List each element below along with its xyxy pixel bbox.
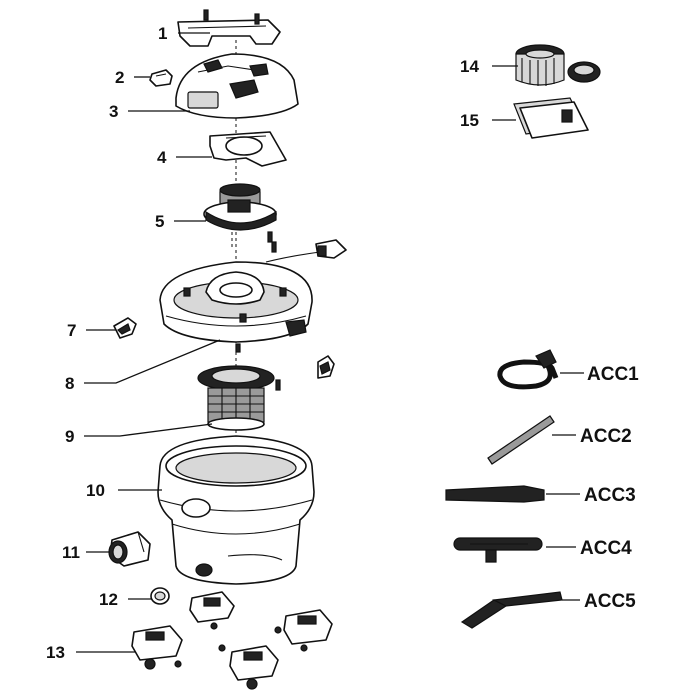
accessory-label-acc1: ACC1 [587, 364, 639, 385]
accessory-label-acc3: ACC3 [584, 485, 636, 506]
callout-3: 3 [109, 102, 118, 121]
accessory-label-acc2: ACC2 [580, 426, 632, 447]
callout-13: 13 [46, 643, 65, 662]
callout-12: 12 [99, 590, 118, 609]
callout-8: 8 [65, 374, 74, 393]
callout-15: 15 [460, 111, 479, 130]
part-lid [159, 261, 313, 353]
accessory-label-acc5: ACC5 [584, 591, 636, 612]
accessory-extension-wand [487, 415, 555, 465]
callout-7: 7 [67, 321, 76, 340]
part-motor [203, 183, 277, 250]
part-handle [177, 9, 281, 47]
part-caster-back [218, 644, 279, 690]
part-filter-bags [513, 97, 589, 139]
accessory-utility-nozzle [453, 537, 543, 563]
callout-14: 14 [460, 57, 479, 76]
leader-lines [76, 32, 584, 653]
part-baffle [209, 131, 287, 167]
callout-11: 11 [62, 543, 80, 562]
accessory-hose [497, 349, 559, 390]
part-drum [157, 435, 315, 585]
part-power-cord [265, 231, 347, 263]
callout-10: 10 [86, 481, 105, 500]
part-motor-cover [175, 53, 299, 119]
part-cartridge-filter [515, 44, 601, 86]
callout-9: 9 [65, 427, 74, 446]
part-filter-cage [197, 365, 281, 431]
part-hose-inlet [108, 531, 151, 567]
accessory-label-acc4: ACC4 [580, 538, 632, 559]
part-drain-cap [150, 587, 170, 605]
part-side-latch [113, 317, 137, 339]
callout-4: 4 [157, 148, 167, 167]
part-latch [149, 69, 173, 87]
callout-5: 5 [155, 212, 164, 231]
part-caster-front [189, 591, 235, 630]
accessory-crevice-tool [445, 485, 545, 503]
accessory-floor-nozzle [460, 591, 563, 629]
callout-2: 2 [115, 68, 124, 87]
part-clip [317, 355, 335, 379]
part-caster-left [131, 625, 183, 670]
part-caster-right [274, 609, 333, 652]
callout-1: 1 [158, 24, 167, 43]
